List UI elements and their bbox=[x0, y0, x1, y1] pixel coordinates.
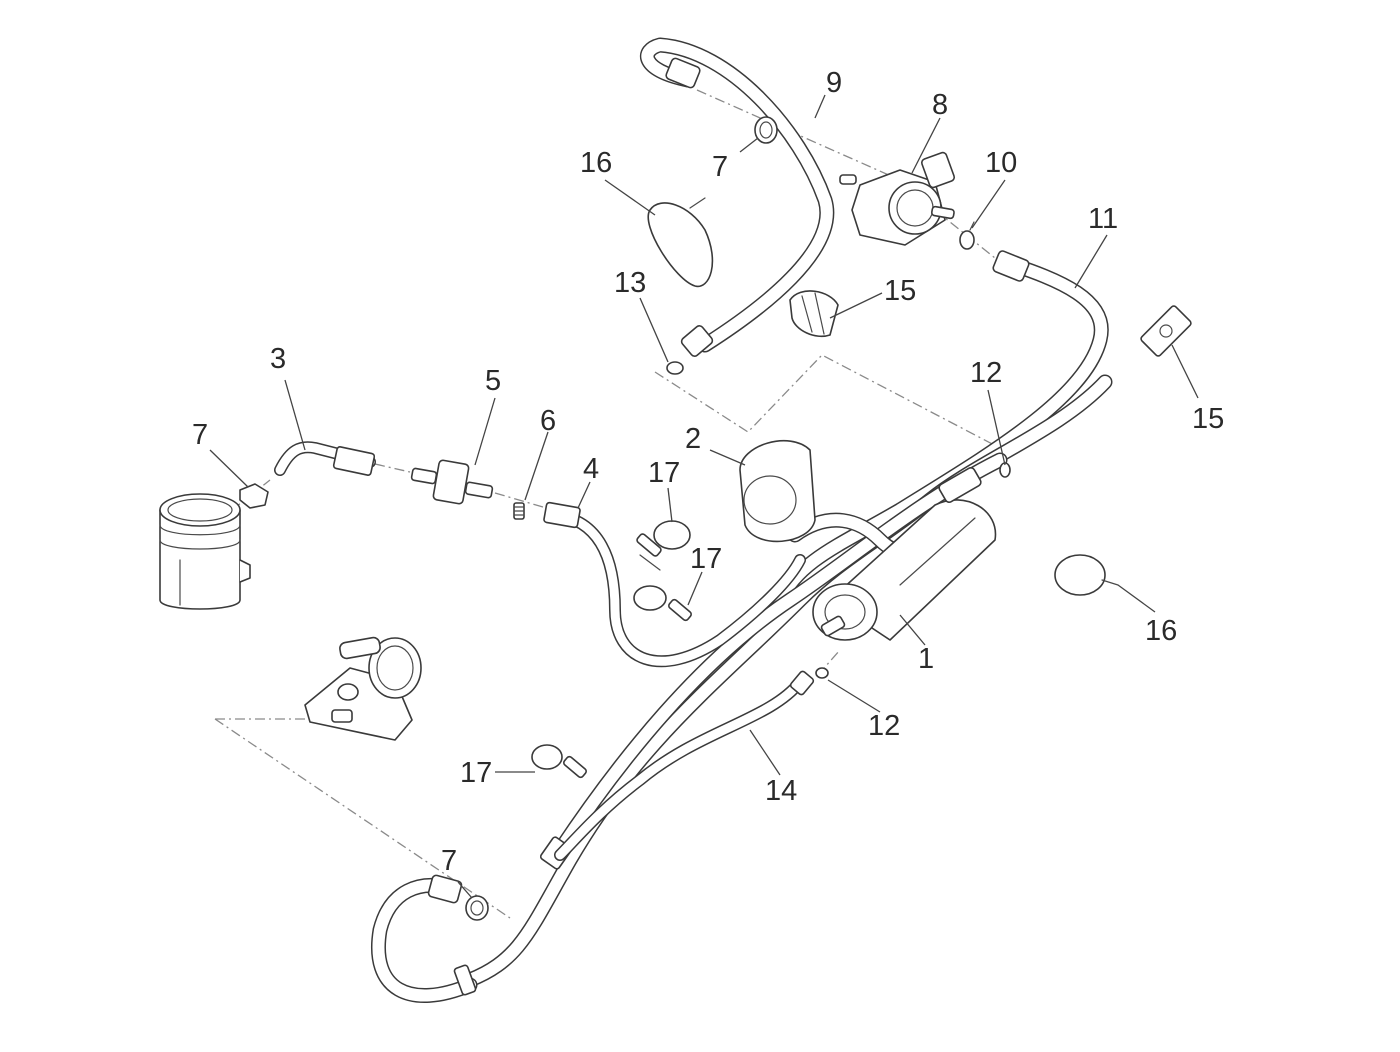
throttle-body bbox=[304, 636, 422, 741]
one-way-valve-5 bbox=[410, 459, 494, 505]
hose-11 bbox=[772, 250, 1109, 608]
callout-11: 11 bbox=[1088, 203, 1118, 235]
strap-clamp-16-right bbox=[1054, 554, 1119, 596]
callout-17-middle: 17 bbox=[690, 543, 722, 575]
callout-1: 1 bbox=[918, 643, 934, 675]
push-clip-17-lower bbox=[531, 744, 587, 779]
callout-9: 9 bbox=[826, 67, 842, 99]
hose-clip-15 bbox=[789, 290, 839, 337]
clip-13 bbox=[666, 361, 684, 375]
push-clip-17-middle bbox=[633, 585, 692, 622]
assembly-line-3-5 bbox=[374, 463, 411, 473]
canister-bracket-2 bbox=[739, 440, 816, 543]
callout-15-right: 15 bbox=[1192, 403, 1224, 435]
hose-9 bbox=[640, 37, 835, 357]
callout-17-upper: 17 bbox=[648, 457, 680, 489]
callout-12-lower: 12 bbox=[868, 710, 900, 742]
clamp-10 bbox=[959, 221, 975, 250]
callout-4: 4 bbox=[583, 453, 599, 485]
callout-17-lower: 17 bbox=[460, 757, 492, 789]
callout-7-top: 7 bbox=[712, 151, 728, 183]
hose-14 bbox=[554, 670, 815, 861]
leader-lines bbox=[209, 94, 1199, 899]
callout-14: 14 bbox=[765, 775, 797, 807]
callout-5: 5 bbox=[485, 365, 501, 397]
assembly-line-13-box bbox=[654, 354, 1001, 449]
assembly-line-throttle bbox=[214, 718, 511, 919]
callout-16-right: 16 bbox=[1145, 615, 1177, 647]
strap-clamp-16-left bbox=[647, 197, 714, 287]
clamp-7-top bbox=[754, 116, 778, 144]
callout-13: 13 bbox=[614, 267, 646, 299]
callout-2: 2 bbox=[685, 423, 701, 455]
clip-12-upper bbox=[999, 462, 1011, 478]
clip-12-lower bbox=[815, 667, 829, 679]
callout-3: 3 bbox=[270, 343, 286, 375]
callout-6: 6 bbox=[540, 405, 556, 437]
push-clip-17-upper bbox=[636, 520, 691, 571]
retainer-15 bbox=[1140, 305, 1192, 357]
callouts: 1 2 3 4 5 6 7 7 7 8 9 10 11 12 12 13 14 … bbox=[192, 67, 1224, 877]
callout-7-bottom: 7 bbox=[441, 845, 457, 877]
callout-12-upper: 12 bbox=[970, 357, 1002, 389]
purge-valve-8 bbox=[839, 151, 956, 246]
callout-8: 8 bbox=[932, 89, 948, 121]
assembly-line-9-top bbox=[696, 89, 901, 181]
clamp-7-left bbox=[239, 483, 269, 509]
callout-10: 10 bbox=[985, 147, 1017, 179]
hose-4 bbox=[543, 501, 806, 668]
main-hoses bbox=[371, 374, 1113, 1004]
spring-6 bbox=[513, 502, 525, 520]
clamp-7-bottom bbox=[465, 895, 489, 921]
callout-16-left: 16 bbox=[580, 147, 612, 179]
canister-1 bbox=[812, 467, 997, 641]
tank-filler-neck bbox=[159, 493, 251, 610]
callout-7-left: 7 bbox=[192, 419, 208, 451]
elbow-hose-3 bbox=[274, 441, 376, 476]
callout-15-upper: 15 bbox=[884, 275, 916, 307]
